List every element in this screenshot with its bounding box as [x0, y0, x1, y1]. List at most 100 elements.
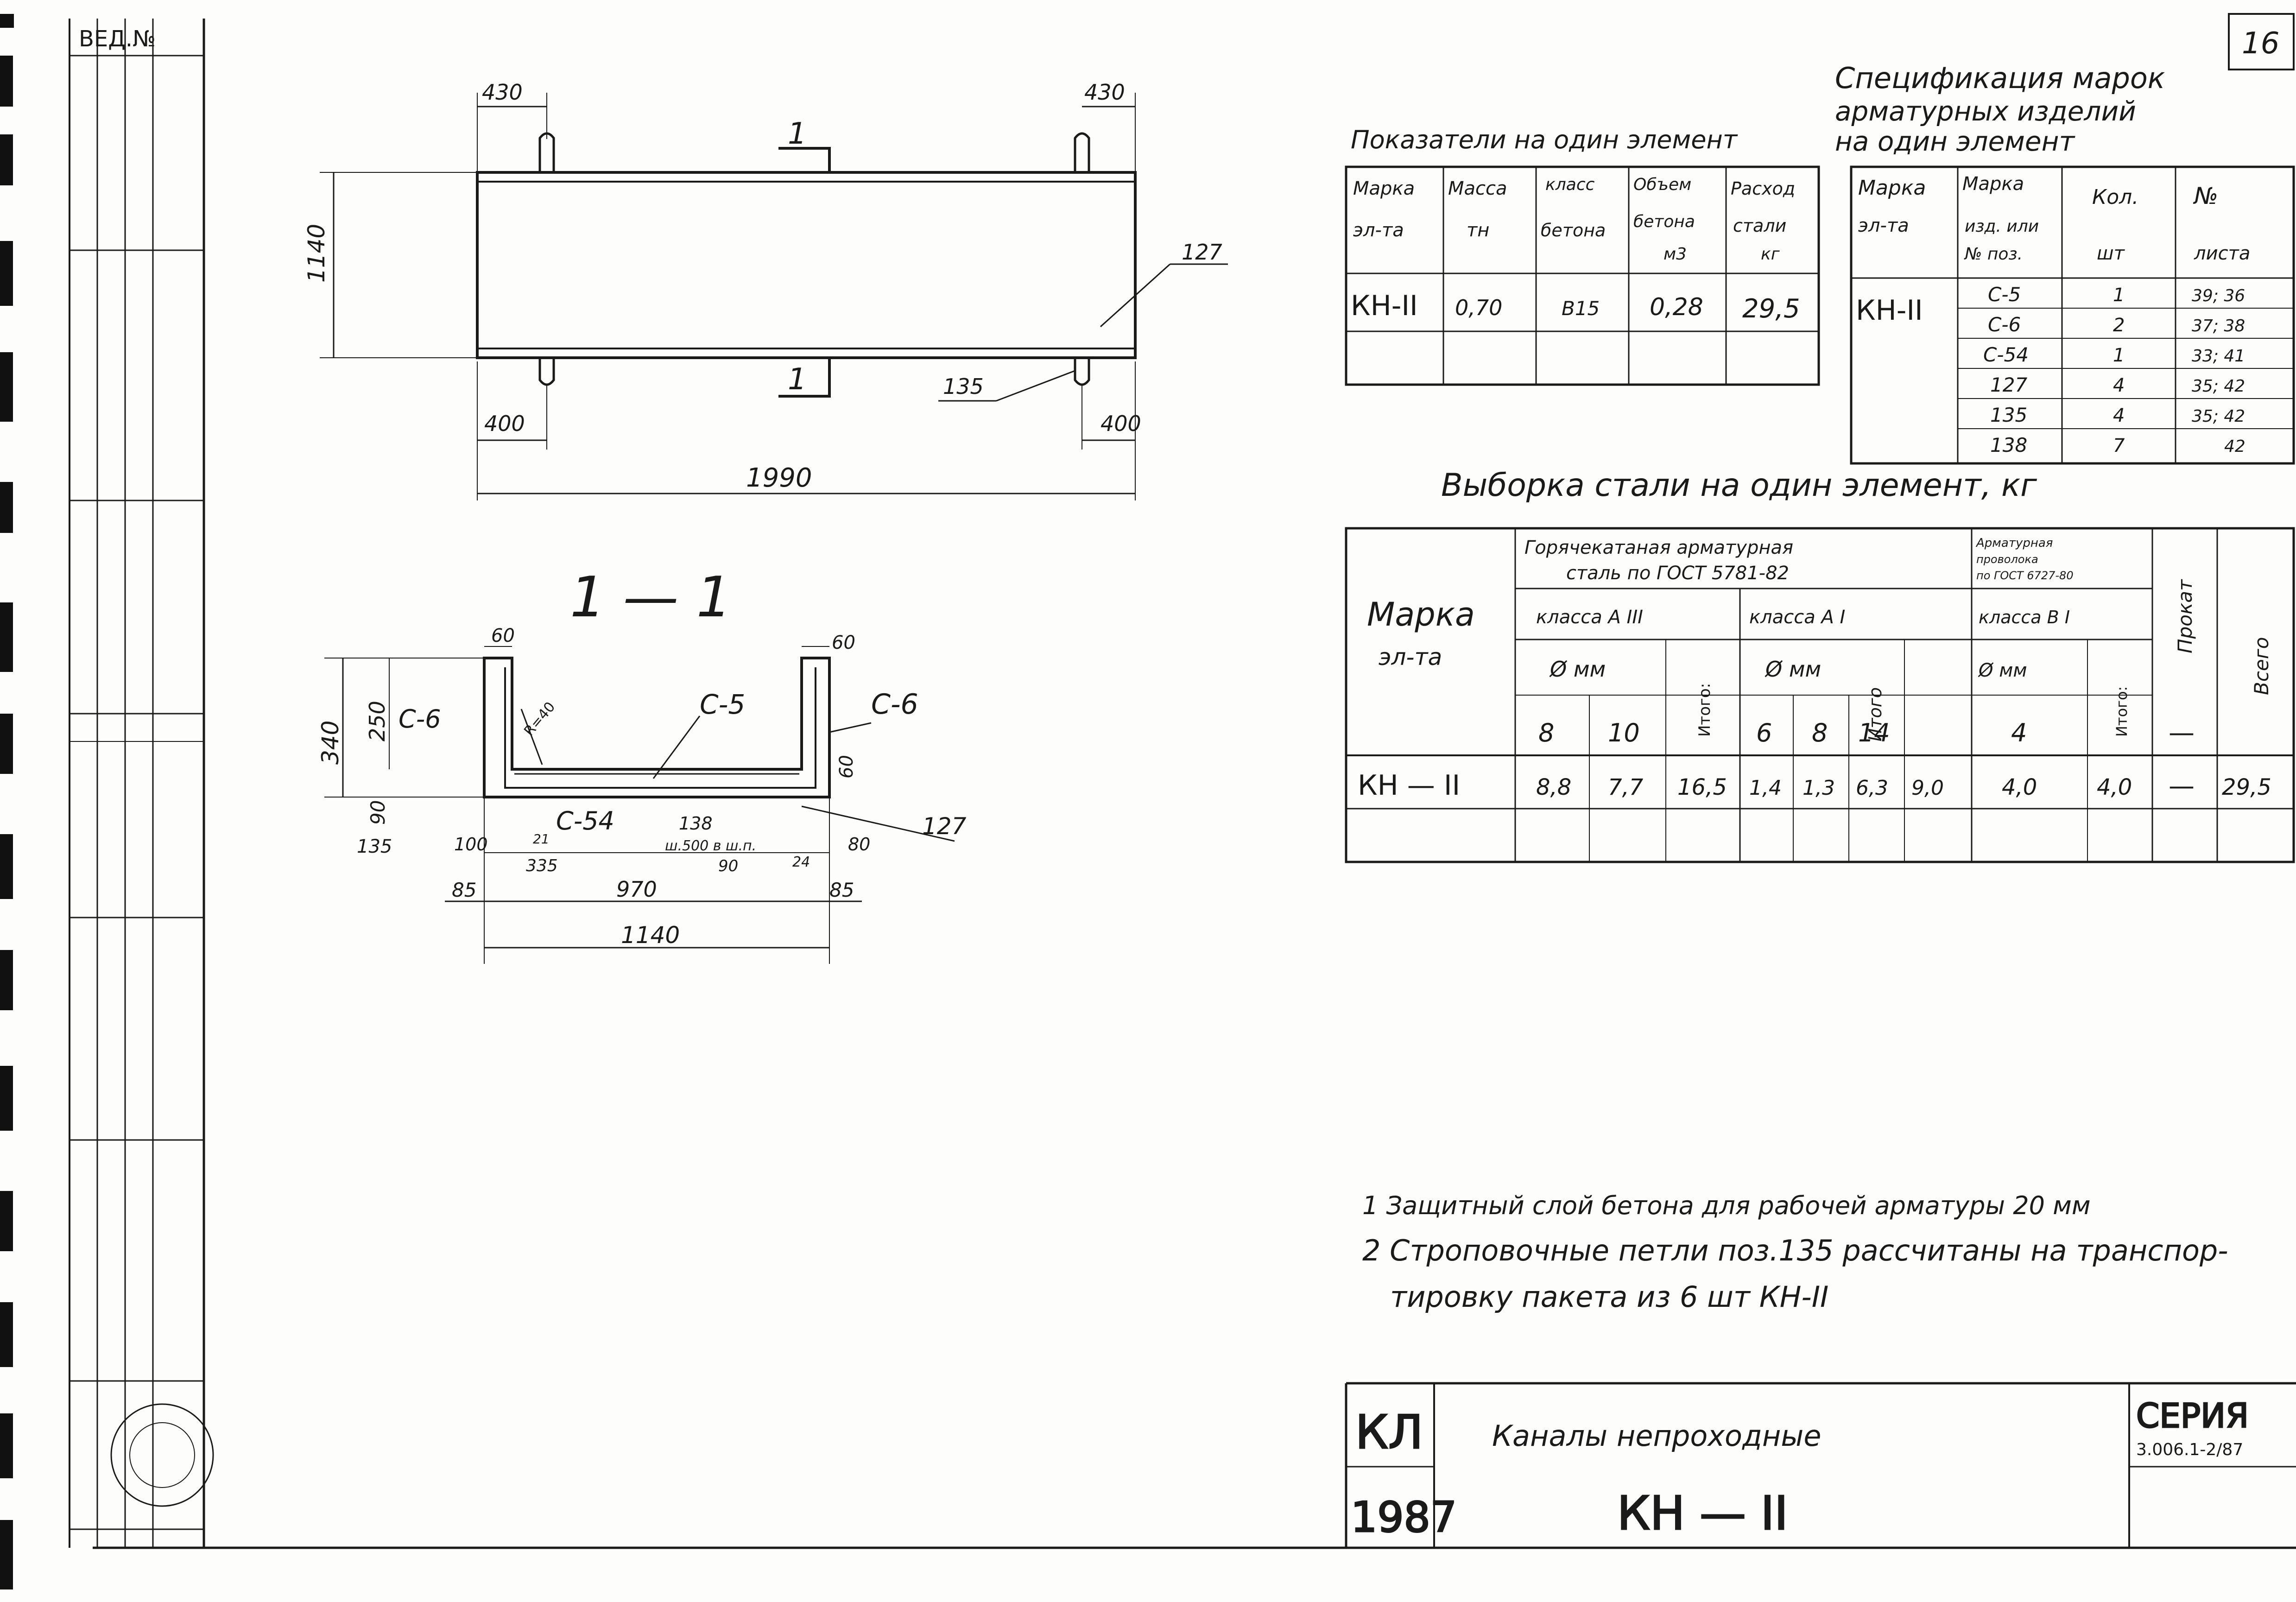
ind-h-vol-3: м3 [1663, 245, 1687, 264]
title-mark: КН — II [1617, 1486, 1788, 1540]
plan-dim-top-right: 430 [1084, 80, 1125, 105]
section-c6-left: С-6 [398, 704, 441, 734]
steel-diam-a3: Ø мм [1549, 657, 1606, 682]
ind-h-mark-2: эл-та [1353, 220, 1404, 241]
section-view: 1 — 1 С-6 С-6 С-5 С-54 R=40 127 138 ш.50… [317, 565, 967, 964]
section-mark-bottom: 1 [788, 362, 807, 397]
ind-h-mark-1: Марка [1353, 178, 1415, 199]
steel-row-value: 4,0 [2097, 774, 2132, 800]
steel-row-value: — [2169, 771, 2195, 801]
ind-h-class-1: класс [1545, 175, 1595, 194]
ind-h-steel-1: Расход [1731, 178, 1795, 199]
sheet-left-stamp: ВЕД.№ [79, 26, 156, 52]
steel-class-a3: класса А III [1536, 607, 1643, 628]
spec-title-1: Спецификация марок [1835, 61, 2165, 95]
section-c5: С-5 [700, 689, 745, 720]
section-dim-top-left: 60 [491, 625, 515, 646]
section-dim-340: 340 [317, 721, 344, 765]
plan-dim-bottom-right: 400 [1101, 411, 1141, 436]
sheet-number: 16 [2242, 26, 2279, 61]
section-dim-top-right: 60 [832, 632, 855, 653]
steel-row-value: 4,0 [2002, 774, 2037, 800]
section-c54: С-54 [556, 806, 614, 836]
steel-row-value: 16,5 [1677, 774, 1727, 800]
spec-h-sheet-1: № [2193, 183, 2218, 209]
section-dim-21: 21 [533, 831, 550, 847]
spec-row-qty: 2 [2113, 315, 2125, 336]
spec-row-qty: 4 [2113, 405, 2125, 426]
ind-mass: 0,70 [1455, 295, 1502, 320]
spec-row-sheet: 37; 38 [2192, 317, 2245, 336]
steel-row-value: 1,3 [1803, 776, 1835, 800]
note-line: 1 Защитный слой бетона для рабочей армат… [1362, 1191, 2091, 1220]
steel-diameter: 8 [1538, 718, 1554, 747]
spec-h-item-3: № поз. [1964, 245, 2023, 264]
plan-dim-height: 1140 [303, 224, 330, 283]
plan-dim-bottom-left: 400 [484, 411, 525, 436]
ind-h-class-2: бетона [1541, 220, 1606, 241]
steel-diameter: 8 [1812, 718, 1828, 747]
title-org: КЛ [1355, 1405, 1423, 1459]
notes: 1 Защитный слой бетона для рабочей армат… [1362, 1191, 2228, 1314]
title-series-code: 3.006.1-2/87 [2136, 1440, 2243, 1459]
steel-diam-b1: Ø мм [1978, 660, 2027, 681]
section-mark-top: 1 [788, 117, 807, 151]
ind-h-steel-2: стали [1733, 215, 1786, 236]
steel-itogo-a1: Итого [1865, 687, 1885, 741]
section-p138: 138 [679, 813, 713, 834]
plan-dim-length: 1990 [746, 463, 812, 493]
sheet-number-box [2228, 13, 2295, 70]
title-name: Каналы непроходные [1492, 1419, 1821, 1453]
spec-row-item: 127 [1990, 374, 2027, 396]
section-dim-335: 335 [526, 856, 558, 875]
spec-row-item: С-5 [1988, 283, 2021, 306]
steel-prokat: Прокат [2174, 579, 2196, 653]
section-c6-right: С-6 [871, 688, 918, 721]
steel-wire-3: по ГОСТ 6727-80 [1976, 569, 2074, 582]
spec-row-qty: 1 [2113, 285, 2125, 306]
ind-volume: 0,28 [1650, 293, 1703, 321]
ind-h-mass-1: Масса [1448, 178, 1507, 199]
steel-wire-1: Арматурная [1975, 536, 2053, 550]
spec-element: КН-II [1856, 294, 1923, 327]
steel-row-value: 9,0 [1911, 776, 1944, 800]
spec-title-2: арматурных изделий [1835, 95, 2136, 127]
steel-diam-a1: Ø мм [1765, 657, 1821, 682]
spec-row-item: С-6 [1988, 313, 2021, 336]
steel-wire-2: проволока [1976, 553, 2038, 566]
steel-diameter: 14 [1858, 718, 1890, 747]
plan-dim-top-left: 430 [482, 80, 523, 105]
steel-row-value: 6,3 [1856, 776, 1888, 800]
steel-diameter: 10 [1608, 718, 1640, 747]
spec-row-qty: 4 [2113, 375, 2125, 396]
note-line: тировку пакета из 6 шт КН-II [1390, 1280, 1828, 1314]
plan-view: 1 1 430 430 1140 400 400 1990 127 135 [303, 80, 1228, 500]
note-line: 2 Строповочные петли поз.135 рассчитаны … [1362, 1234, 2228, 1267]
specification-table: Спецификация марок арматурных изделий на… [1835, 61, 2295, 465]
spec-row-sheet: 39; 36 [2192, 286, 2245, 305]
indicators-title: Показатели на один элемент [1351, 125, 1738, 154]
title-block: КЛ 1987 Каналы непроходные КН — II СЕРИЯ… [1345, 1382, 2296, 1548]
spec-h-item-2: изд. или [1965, 217, 2039, 236]
ind-h-mass-2: тн [1467, 220, 1489, 241]
ind-steel: 29,5 [1742, 294, 1800, 324]
spec-row-qty: 7 [2113, 435, 2125, 456]
steel-sample-table: Выборка стали на один элемент, кг Марка … [1345, 467, 2295, 863]
steel-row-value: 1,4 [1749, 776, 1782, 800]
spec-h-mark-1: Марка [1858, 176, 1926, 200]
steel-row-value: 8,8 [1536, 774, 1571, 800]
section-dim-24: 24 [792, 854, 810, 870]
section-p90: 90 [718, 857, 738, 875]
steel-hot-rolled-2: сталь по ГОСТ 5781-82 [1566, 563, 1789, 584]
spec-h-qty-2: шт [2097, 243, 2125, 264]
spec-rows: С-5 1 39; 36 С-6 2 37; 38 С-54 1 33; 41 … [1983, 283, 2245, 456]
spec-row-item: 138 [1990, 434, 2027, 456]
ind-class: В15 [1562, 297, 1600, 320]
spec-title-3: на один элемент [1835, 126, 2075, 157]
steel-col-mark-2: эл-та [1379, 644, 1442, 671]
section-dim-135: 135 [357, 836, 392, 857]
section-dim-80: 80 [848, 834, 870, 855]
spec-row-sheet: 35; 42 [2192, 377, 2245, 396]
